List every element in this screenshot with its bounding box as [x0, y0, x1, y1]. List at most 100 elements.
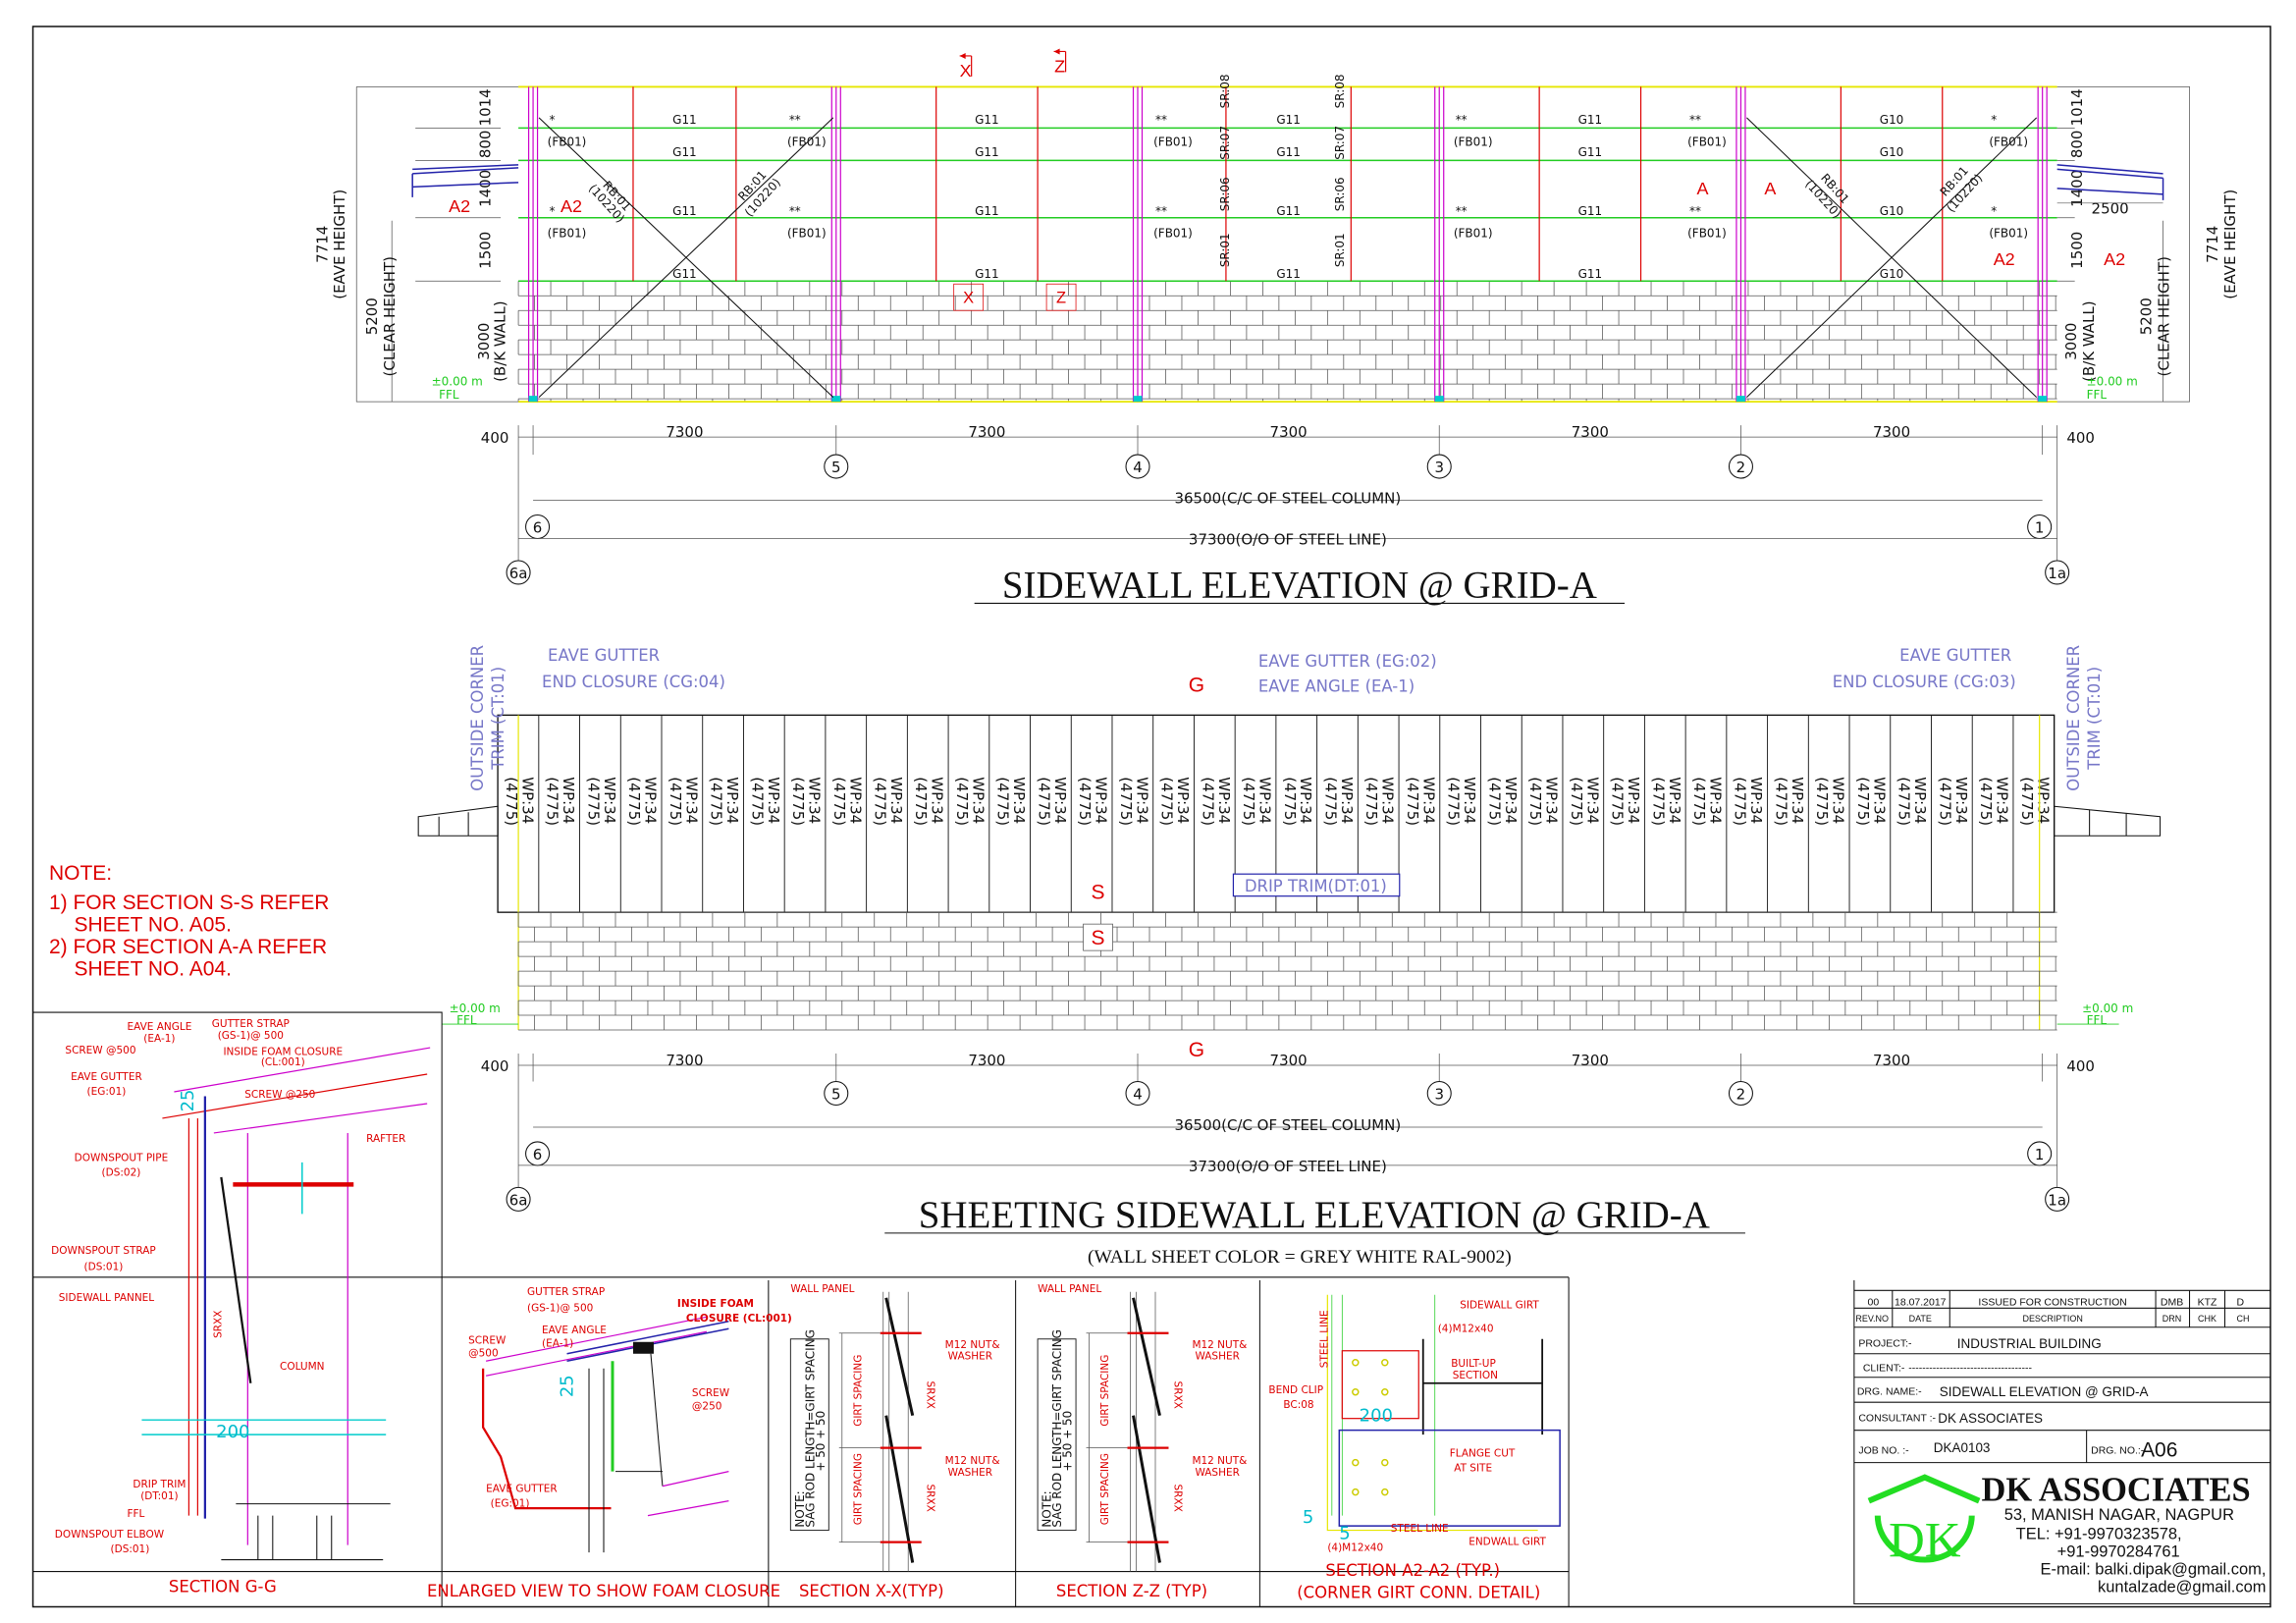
panel-label: WP:34 — [518, 777, 536, 824]
dim-bay-span: 7300 — [1873, 1052, 1910, 1069]
eave-gutter-profile — [481, 1368, 612, 1510]
section-gg-callout: (DS:02) — [102, 1166, 141, 1178]
height-dimensions-left — [355, 86, 519, 403]
company-email-1: E-mail: balki.dipak@gmail.com, — [2040, 1561, 2266, 1579]
section-gg-callout: (EA-1) — [143, 1033, 175, 1045]
wall-panel: WP:34(4775) — [619, 715, 660, 913]
sheet-border — [31, 26, 2271, 1608]
header-chk: CHK — [2198, 1314, 2216, 1324]
panel-length: (4775) — [1568, 777, 1585, 826]
flange-brace-mark: ** — [1456, 204, 1468, 218]
dim-5: 5 — [1303, 1507, 1313, 1528]
panel-label: WP:34 — [1379, 777, 1397, 824]
sag-rod-lines — [632, 86, 1944, 282]
panel-length: (4775) — [667, 777, 684, 826]
flange-brace-mark: * — [550, 204, 556, 218]
panel-length: (4775) — [1117, 777, 1135, 826]
wall-panel: WP:34(4775) — [1275, 715, 1314, 913]
bend-clip — [1341, 1350, 1419, 1420]
company-address: 53, MANISH NAGAR, NAGPUR — [2004, 1506, 2234, 1524]
wall-panel: WP:34(4775) — [1480, 715, 1520, 913]
sheeting-title: SHEETING SIDEWALL ELEVATION @ GRID-A — [919, 1194, 1710, 1236]
note-title: NOTE: — [49, 862, 112, 885]
grid-3-label: 3 — [1434, 459, 1444, 476]
panel-length: (4775) — [1404, 777, 1421, 826]
wall-panel: WP:34(4775) — [702, 715, 741, 913]
dim-bay-span: 7300 — [666, 423, 703, 441]
grid-2-bubble — [1728, 1080, 1753, 1107]
sag-rod-label: SR:06 — [1333, 177, 1347, 211]
panel-length: (4775) — [1240, 777, 1257, 826]
panel-label: WP:34 — [1256, 777, 1274, 824]
note-line: SHEET NO. A05. — [74, 914, 231, 937]
panel-label: WP:34 — [1215, 777, 1233, 824]
eave-height-left: 7714 — [313, 226, 331, 263]
left-closure-label-2: END CLOSURE (CG:04) — [542, 673, 725, 691]
steel-line-edges — [517, 715, 2041, 1031]
grid-1a-label: 1a — [2048, 565, 2066, 582]
sag-rod — [220, 1176, 252, 1383]
wall-panel: WP:34(4775) — [1111, 715, 1150, 913]
section-gg-callout: FFL — [127, 1508, 144, 1520]
panel-length: (4775) — [584, 777, 602, 826]
enlarged-callout: (EA-1) — [542, 1337, 573, 1349]
eave-and-floor-line — [518, 85, 2057, 404]
girt-label: G10 — [1880, 204, 1904, 218]
grid-6-label: 6 — [533, 1146, 543, 1163]
right-closure-label-2: END CLOSURE (CG:03) — [1833, 673, 2016, 691]
section-gg-callout: SCREW @500 — [65, 1045, 135, 1056]
section-gg-callout: GUTTER STRAP — [212, 1018, 290, 1030]
clear-height-label-right: (CLEAR HEIGHT) — [2156, 256, 2173, 376]
built-up-label-2: SECTION — [1453, 1370, 1498, 1381]
sag-rod-label: SR:08 — [1333, 75, 1347, 109]
flange-brace-label: (FB01) — [1454, 135, 1493, 148]
wall-panel: WP:34(4775) — [988, 715, 1028, 913]
grid-1a-bubble — [2045, 1186, 2070, 1212]
note-text: SAG ROD LENGTH=GIRT SPACING — [1050, 1329, 1064, 1528]
job-number: DKA0103 — [1934, 1440, 1991, 1455]
endwall-girt — [1338, 1429, 1561, 1527]
panel-length: (4775) — [1321, 777, 1339, 826]
girt-label: G10 — [1880, 267, 1904, 281]
general-note: NOTE: 1) FOR SECTION S-S REFER SHEET NO.… — [49, 862, 329, 980]
panel-length: (4775) — [1281, 777, 1299, 826]
girt-spacing-label: GIRT SPACING — [1099, 1453, 1111, 1525]
panel-length: (4775) — [789, 777, 807, 826]
base-plate — [831, 396, 841, 403]
steel-column-grid-362 — [527, 86, 539, 403]
section-marker-label: X — [963, 290, 974, 307]
panel-label: WP:34 — [806, 777, 824, 824]
panel-length: (4775) — [1526, 777, 1544, 826]
panel-length: (4775) — [1732, 777, 1749, 826]
section-gg-callout: DOWNSPOUT ELBOW — [55, 1529, 165, 1541]
dim-25: 25 — [558, 1375, 578, 1397]
girt-label: G11 — [975, 204, 999, 218]
grid-3-label: 3 — [1434, 1085, 1444, 1103]
wall-panel: WP:34(4775) — [866, 715, 905, 913]
nut-label: M12 NUT& — [945, 1339, 1000, 1351]
panel-label: WP:34 — [1419, 777, 1437, 824]
flange-brace-label: (FB01) — [1454, 226, 1493, 240]
sag-rod-label: SRXX — [1171, 1484, 1183, 1511]
wall-panel: WP:34(4775) — [947, 715, 987, 913]
grid-2-label: 2 — [1736, 1085, 1746, 1103]
section-marker-label: Z — [1056, 290, 1066, 307]
height-dim-right: 1400 — [2068, 170, 2086, 207]
sag-rod-label: SR:07 — [1218, 126, 1232, 160]
flange-brace-mark: ** — [789, 204, 801, 218]
girt-label: G10 — [1880, 113, 1904, 127]
enlarged-callout: (GS-1)@ 500 — [527, 1302, 593, 1314]
grid-1-label: 1 — [2035, 1146, 2045, 1163]
panel-length: (4775) — [994, 777, 1012, 826]
wall-panel: WP:34(4775) — [1398, 715, 1437, 913]
dim-200: 200 — [216, 1422, 249, 1442]
enlarged-callout: EAVE GUTTER — [486, 1484, 558, 1495]
steel-line-label: STEEL LINE — [1391, 1523, 1449, 1535]
header-app: CH — [2236, 1314, 2249, 1324]
panel-length: (4775) — [872, 777, 889, 826]
clear-height-right: 5200 — [2138, 298, 2156, 335]
panel-length: (4775) — [503, 777, 520, 826]
brick-wall-hatch — [517, 280, 2057, 403]
flange-brace-mark: * — [1991, 113, 1997, 127]
girt-label: G11 — [975, 267, 999, 281]
